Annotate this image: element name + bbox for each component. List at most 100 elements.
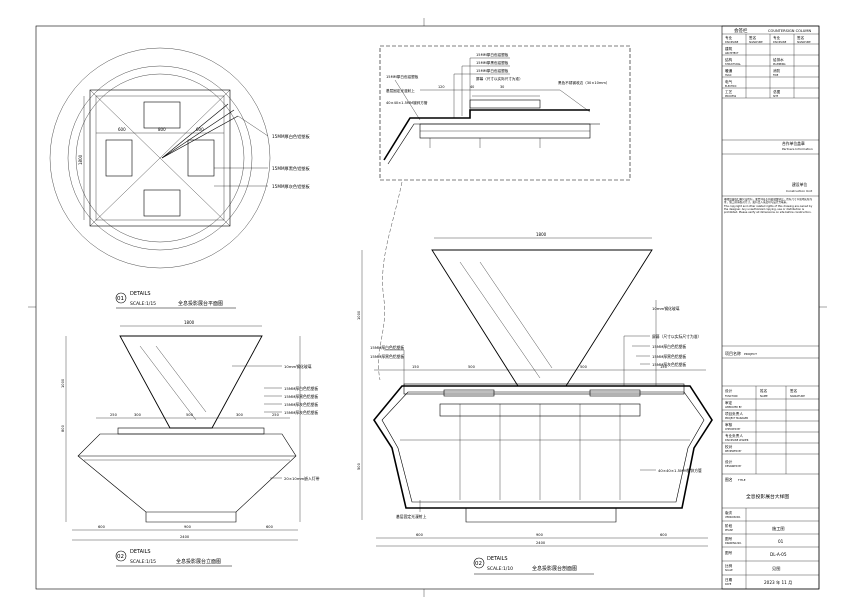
elev-dim: 600 xyxy=(266,525,274,529)
detail-dim: 120 xyxy=(438,85,444,89)
section-dim: 150 xyxy=(412,365,420,369)
elev-callout: 20×10mm嵌入灯带 xyxy=(284,476,320,481)
date-label-en: DATE xyxy=(725,583,732,586)
section-glass-pyramid xyxy=(431,249,653,387)
section-view-title: 全息投影展台剖面图 xyxy=(532,565,577,572)
discipline-label: 签名 xyxy=(749,35,757,40)
discipline-label-en: DISCIPLINE xyxy=(773,41,787,44)
section-dim: 1000 xyxy=(357,310,361,320)
title-block: 会签栏 COUNTERSIGN COLUMN 专业 DISCIPLINE 签名 … xyxy=(721,25,820,590)
discipline-label: 暖通 xyxy=(725,68,733,73)
countersign-grid: 专业 DISCIPLINE 签名 SIGNATURE 专业 DISCIPLINE… xyxy=(722,34,819,99)
plan-panel-top xyxy=(143,101,181,129)
section-callout: 15MM厚黑色铝塑板 xyxy=(652,354,686,359)
detail-callout-left: 15MM厚白色铝塑板 xyxy=(386,74,419,79)
discipline-label-en: DISCIPLINE xyxy=(725,41,739,44)
section-right-note: 40×40×1.5MM镀锌方管 xyxy=(658,468,702,473)
detail-callout-left: 基层固定光漫射上 xyxy=(386,88,415,93)
signature-table: 姓名 NAME 签名 SIGNATURE 设计 FUNCTION 审定 APPR… xyxy=(722,386,819,475)
plan-view-number-circle xyxy=(115,292,127,304)
drawing-title: 全息投影展台大样图 xyxy=(746,493,789,500)
plan-view-details: DETAILS xyxy=(130,291,151,297)
section-dim: 1800 xyxy=(536,232,547,237)
plan-callout-2: 15MM厚黑色铝塑板 xyxy=(272,165,310,172)
sig-row-label-en: FUNCTION xyxy=(725,395,738,398)
elev-base-body xyxy=(77,433,297,513)
detail-dim: 30 xyxy=(500,85,504,89)
sheet-border xyxy=(35,25,820,590)
plan-dim: 600 xyxy=(196,127,204,132)
sig-row-label-en: REVIEWED BY xyxy=(725,450,742,453)
elev-dim: 250 xyxy=(272,413,280,417)
discipline-label: 给排水 xyxy=(773,57,784,62)
name-col-header-en: NAME xyxy=(760,394,768,398)
sig-row-label: 校对 xyxy=(725,444,733,449)
elev-dim: 250 xyxy=(110,413,118,417)
plan-view-scale: SCALE:1/15 xyxy=(130,301,156,307)
version-label: 版次 xyxy=(725,510,733,515)
detail-screen-note: 屏幕（尺寸以实际尺寸为准） xyxy=(476,76,523,81)
construction-en: Construction Unit xyxy=(786,189,813,193)
countersign-header-en: COUNTERSIGN COLUMN xyxy=(768,29,811,33)
discipline-label: 签名 xyxy=(797,35,805,40)
elev-view-scale: SCALE:1/15 xyxy=(130,559,156,565)
discipline-label-en: HVAC xyxy=(725,74,732,77)
partner-cn: 合作单位盖章 xyxy=(782,141,805,146)
sig-row-label-en: CHECKED BY xyxy=(725,428,741,431)
elev-dim: 1000 xyxy=(61,378,65,388)
plan-callout-1: 15MM厚白色铝塑板 xyxy=(272,133,310,140)
plan-view: 15MM厚白色铝塑板 15MM厚黑色铝塑板 15MM厚灰色铝塑板 600 800… xyxy=(49,47,310,309)
plan-dim: 800 xyxy=(158,127,166,132)
elev-view-number: 02 xyxy=(117,554,124,560)
dwg-no-label: 图号 xyxy=(725,536,733,541)
discipline-label-en: ARCHITECT xyxy=(725,52,739,55)
discipline-label: 工艺 xyxy=(725,89,733,94)
discipline-label-en: SIGNATURE xyxy=(797,41,811,44)
discipline-label: 建筑 xyxy=(725,46,733,51)
sig-row-label-en: DESIGNED BY xyxy=(725,465,742,468)
copyright-notice-en: The copyright and other related rights o… xyxy=(724,205,813,215)
plan-view-title: 全息投影展台平面图 xyxy=(178,300,223,307)
elev-callout: 15MM厚白色铝塑板 xyxy=(284,386,318,391)
section-dim: 500 xyxy=(357,462,361,470)
section-callout: 10mm钢化玻璃 xyxy=(652,306,680,311)
dwg-no-label-en: DRAWING NO. xyxy=(725,542,742,545)
section-view: 1800 10mm钢化玻璃 150 500 500 150 600 900 60… xyxy=(357,232,713,575)
section-base-body xyxy=(373,385,713,509)
section-dim: 600 xyxy=(660,533,668,537)
elev-callout: 15MM厚灰色铝塑板 xyxy=(284,402,318,407)
section-callout-left: 15MM厚白色铝塑板 xyxy=(370,345,404,350)
phase-label: 阶段 xyxy=(725,523,733,528)
section-callout: 15MM厚白色铝塑板 xyxy=(652,344,686,349)
section-dim: 150 xyxy=(660,365,668,369)
elev-callout: 15MM厚灰色铝塑板 xyxy=(284,410,318,415)
version-label-en: VERSION NO. xyxy=(725,516,741,519)
date-value: 2023 年 11 月 xyxy=(764,579,792,586)
elev-dim: 500 xyxy=(186,413,194,417)
sig-row-label-en: DISCIPLINE LEADER xyxy=(725,439,749,442)
partner-en: Partners Information xyxy=(782,147,813,151)
detail-box: 120 40 30 15MM厚白色铝塑板 15MM厚黑色铝塑板 15MM厚白色铝… xyxy=(378,45,631,381)
phase-value: 施工图 xyxy=(772,525,785,532)
sheet-value: DL-A-05 xyxy=(770,552,787,557)
sig-col-header-en: SIGNATURE xyxy=(790,394,805,398)
sig-row-label: 审定 xyxy=(725,400,733,405)
discipline-label: 结构 xyxy=(725,57,733,62)
section-view-number: 02 xyxy=(475,561,482,567)
sig-row-label-en: PROJECT MANAGER xyxy=(725,417,749,420)
elev-dim: 900 xyxy=(184,525,192,529)
detail-dim: 40 xyxy=(470,85,474,89)
elev-dim: 300 xyxy=(236,413,244,417)
elev-callout: 15MM厚黑色铝塑板 xyxy=(284,394,318,399)
sig-row-label: 专业负责人 xyxy=(725,433,743,438)
discipline-label-en: SITE xyxy=(773,95,779,98)
project-label-en: PROJECT xyxy=(744,352,757,356)
copyright-notice: 本图纸版权归本公司所有，未经许可不得复制或转让。所有尺寸以现场实际为准，施工前请… xyxy=(724,198,813,205)
elev-dim: 600 xyxy=(98,525,106,529)
phase-label-en: PHASE xyxy=(725,529,733,532)
sheet-label: 图号 xyxy=(725,550,733,555)
elev-view-details: DETAILS xyxy=(130,549,151,555)
plan-panel-right xyxy=(187,139,215,177)
date-label: 日期 xyxy=(725,577,733,582)
elev-dim: 300 xyxy=(134,413,142,417)
